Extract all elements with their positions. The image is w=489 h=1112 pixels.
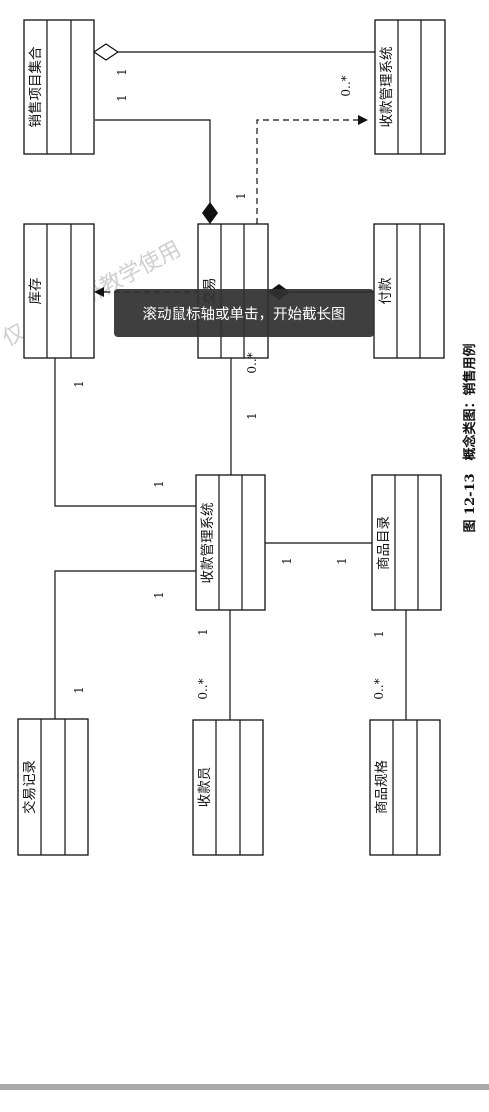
composition-line-top — [95, 119, 211, 204]
mult-system-log-b: 1 — [72, 686, 86, 694]
class-transaction-log: 交易记录 — [17, 718, 89, 856]
dependency-arrow-head — [358, 115, 368, 125]
mult-cashier-many: 0..* — [196, 678, 210, 699]
mult-trans-system-one: 1 — [245, 412, 259, 420]
mult-system-log-a: 1 — [152, 591, 166, 599]
mult-spec-many: 0..* — [372, 678, 386, 699]
mult-agg-one-b: 1 — [115, 94, 129, 102]
dependency-dashed-line — [256, 119, 360, 224]
mult-system-catalog-a: 1 — [280, 557, 294, 565]
mult-agg-many: 0..* — [339, 75, 353, 96]
mult-trans-pos-top: 1 — [234, 192, 248, 200]
inventory-system-line — [54, 358, 196, 507]
mult-trans-system-many: 0..* — [245, 352, 259, 373]
class-pos-system: 收款管理系统 — [195, 474, 266, 611]
class-name-inventory: 库存 — [28, 278, 44, 305]
class-name-pos-system-top: 收款管理系统 — [379, 47, 395, 128]
class-name-sales-item-set: 销售项目集合 — [28, 46, 44, 127]
mult-inventory-system-one: 1 — [152, 480, 166, 488]
transaction-inventory-arrow-head — [94, 287, 104, 297]
class-name-transaction-log: 交易记录 — [21, 760, 38, 814]
class-pos-system-top: 收款管理系统 — [374, 19, 446, 155]
class-inventory: 库存 — [23, 223, 95, 359]
class-sales-item-set: 销售项目集合 — [23, 19, 95, 155]
system-log-line — [54, 570, 196, 719]
class-name-product-spec: 商品规格 — [374, 760, 390, 814]
class-payment: 付款 — [373, 223, 445, 359]
bottom-scroll-bar[interactable] — [0, 1084, 489, 1090]
mult-inventory-one: 1 — [72, 380, 86, 388]
mult-spec-one: 1 — [372, 630, 386, 638]
screenshot-hint-toast[interactable]: 滚动鼠标轴或单击，开始截长图 — [114, 289, 374, 337]
class-cashier: 收款员 — [192, 719, 264, 856]
figure-caption: 图 12-13 概念类图：销售用例 — [462, 343, 478, 532]
class-name-product-catalog: 商品目录 — [376, 516, 392, 570]
mult-agg-one-a: 1 — [115, 68, 129, 76]
class-name-payment: 付款 — [378, 277, 394, 304]
mult-system-catalog-b: 1 — [335, 557, 349, 565]
composition-filled-diamond-top — [202, 202, 218, 224]
class-product-catalog: 商品目录 — [371, 474, 442, 611]
class-name-cashier: 收款员 — [197, 767, 213, 808]
mult-cashier-one: 1 — [196, 628, 210, 636]
aggregation-hollow-diamond — [92, 43, 120, 61]
class-product-spec: 商品规格 — [369, 719, 441, 856]
class-name-pos-system: 收款管理系统 — [200, 503, 216, 584]
